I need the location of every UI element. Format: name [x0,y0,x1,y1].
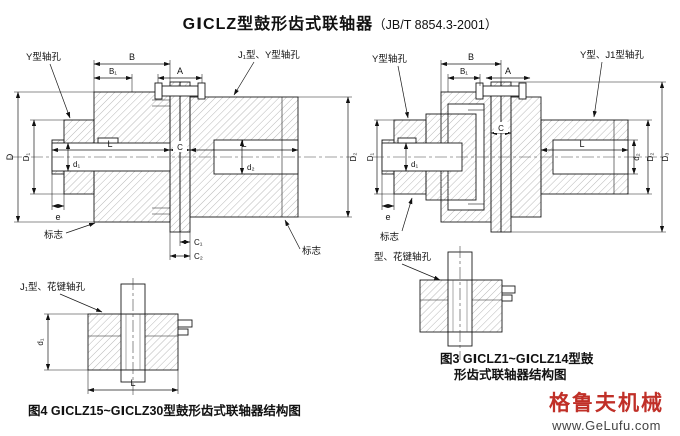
fig4-mark-left: 标志 [44,229,63,241]
fig3-dim-d1: d₁ [411,160,418,169]
fig3-dim-D3: D₃ [661,152,670,161]
fig3-label-chip [494,122,508,133]
fig3-caption: 图3 GⅠCLZ1~GⅠCLZ14型鼓 形齿式联轴器结构图 [440,351,593,383]
fig4-sub-section [87,278,193,398]
fig4-label-chip [173,141,187,152]
fig4-dim-C: C [177,143,183,152]
fig4-sub-leader [59,293,103,313]
fig3-sub-leader [401,263,441,281]
fig4-bolt [154,82,206,100]
fig4-dim-D1: D₁ [22,152,31,161]
watermark-url: www.GeLufu.com [552,418,661,433]
fig4-caption: 图4 GⅠCLZ15~GⅠCLZ30型鼓形齿式联轴器结构图 [28,404,301,418]
title-text: GⅠCLZ型鼓形齿式联轴器 [182,16,374,33]
fig4-mark-right: 标志 [302,245,321,257]
fig3-leader-lines [397,61,603,232]
fig4-sub-washer [177,328,189,336]
fig4-sub-bolt [177,319,193,328]
fig4-keyway [97,137,119,144]
fig4-dim-A: A [177,66,183,76]
fig3-keyway [397,137,417,144]
fig3-label-y-hole: Y型轴孔 [372,53,407,65]
fig4-coupling-drawing: Y型轴孔 J₁型、Y型轴孔 B B₁ A D D₁ d₁ D₂ d₂ L C L… [5,49,358,261]
fig3-dim-L: L [579,139,584,149]
fig3-dim-e: e [385,212,390,222]
fig3-dim-D1: D₁ [366,152,375,161]
fig4-dim-d1: d₁ [73,160,80,169]
fig4-dim-B: B [129,52,135,62]
fig3-dim-D2: D₂ [646,153,655,162]
fig4-dim-L-right: L [241,139,246,149]
fig4-dim-B1: B₁ [109,67,117,76]
fig4-sub-spline-lines [125,314,141,370]
fig4-dim-d2: d₂ [247,163,255,172]
fig4-gear-teeth-lines [152,97,283,217]
fig3-coupling-drawing: Y型轴孔 Y型、J1型轴孔 B B₁ A D₁ d₁ L C e 标志 d₂ D… [366,49,670,243]
watermark: 格鲁夫机械 www.GeLufu.com [549,387,664,433]
fig3-coupling-section [372,81,668,233]
watermark-brand: 格鲁夫机械 [549,392,664,415]
fig3-mark: 标志 [380,231,399,243]
fig3-dim-C: C [498,124,504,133]
fig4-dim-e: e [55,212,60,222]
fig4-leader-lines [49,61,301,250]
fig4-dim-C1: C₁ [194,238,203,247]
fig3-dim-d2: d₂ [632,153,641,161]
fig4-spline-hub-drawing: J₁型、花键轴孔 d₁ L [20,278,193,398]
fig4-dim-C2: C₂ [194,252,203,261]
fig3-sub-bolt [501,285,516,294]
fig3-sub-label-spline-hole: 型、花键轴孔 [374,251,432,263]
fig4-dim-D2: D₂ [349,153,358,162]
fig3-dim-A: A [505,66,511,76]
fig4-coupling-section [10,81,356,233]
fig4-dimension-lines [15,61,351,259]
fig3-dim-B1: B₁ [460,67,468,76]
fig4-sub-dimension-lines [45,313,179,393]
fig3-sub-section [419,246,516,360]
fig4-dim-D: D [5,153,15,160]
fig4-label-j1-y-hole: J₁型、Y型轴孔 [238,49,300,61]
fig4-sub-label-j1-spline-hole: J₁型、花键轴孔 [20,281,85,293]
fig4-sub-dim-L: L [130,378,135,388]
fig4-label-y-hole: Y型轴孔 [26,51,61,63]
fig4-dim-L-left: L [107,139,112,149]
fig3-bolt [475,82,527,100]
fig3-caption-line1: 图3 GⅠCLZ1~GⅠCLZ14型鼓 [440,352,594,366]
fig3-sub-washer [501,294,513,302]
title-standard-code: （JB/T 8854.3-2001） [373,18,498,32]
page-title: GⅠCLZ型鼓形齿式联轴器（JB/T 8854.3-2001） [0,10,680,34]
fig3-label-y-j1-hole: Y型、J1型轴孔 [580,49,644,61]
fig3-dim-B: B [468,52,474,62]
fig3-spline-hub-drawing: 型、花键轴孔 [374,246,516,360]
fig3-caption-line2: 形齿式联轴器结构图 [454,368,567,382]
fig3-sub-spline-lines [452,280,468,332]
fig4-sub-dim-d1: d₁ [36,338,45,345]
